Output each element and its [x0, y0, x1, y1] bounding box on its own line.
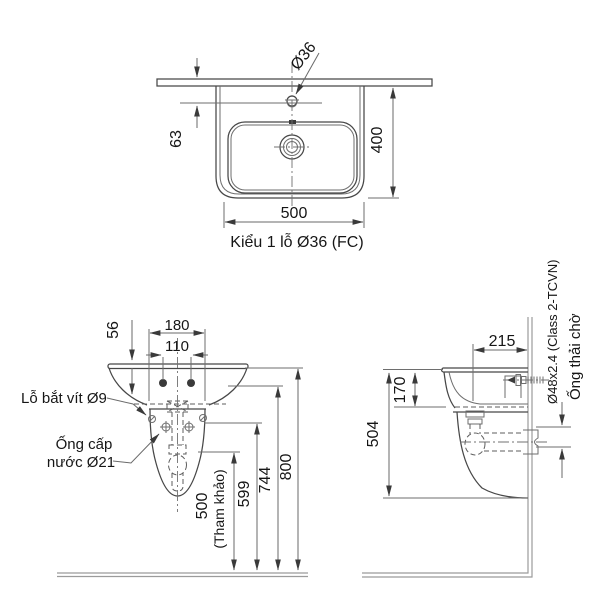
waste-pipe-stub	[523, 429, 539, 455]
dim-215: 215	[472, 333, 528, 401]
bowl-outline-inner	[230, 124, 355, 191]
anchor-bolt	[503, 374, 549, 386]
dim-500-ref-note: (Tham khảo)	[211, 469, 227, 548]
trap-assembly-side	[460, 410, 548, 456]
dim-170: 170	[392, 372, 446, 408]
supply-label-line2: nước Ø21	[47, 454, 115, 471]
dim-400: 400	[368, 87, 399, 199]
rim-side	[440, 367, 528, 373]
dim-170-label: 170	[392, 377, 409, 404]
front-view: 56 180 110 Lỗ bắt vít Ø9 Ống cấp nước Ø2…	[21, 317, 308, 578]
back-fitting	[504, 375, 522, 398]
dim-400-label: 400	[369, 127, 386, 154]
dim-height-599: 599	[204, 422, 262, 571]
dim-height-744: 744	[228, 385, 283, 571]
overflow-mark	[289, 120, 296, 124]
dim-215-label: 215	[489, 333, 516, 350]
fixing-hole-right	[187, 379, 195, 387]
dim-599-label: 599	[236, 481, 253, 508]
dim-56: 56	[105, 320, 135, 395]
dim-110-label: 110	[165, 338, 189, 355]
wall-floor-outer	[362, 317, 533, 578]
wall-edge-bar	[156, 78, 433, 87]
waste-pipe-callout: Ø48x2.4 (Class 2-TCVN) Ống thải chờ	[536, 260, 584, 478]
drain-assembly-front	[166, 338, 189, 512]
fixing-hole-left	[159, 379, 167, 387]
basin-outline-inner	[219, 86, 361, 195]
waste-pipe-label: Ống thải chờ	[566, 313, 584, 400]
rim-front	[107, 363, 249, 370]
dim-504-label: 504	[365, 421, 382, 448]
dim-800-label: 800	[278, 454, 295, 481]
faucet-hole-label: Ø36	[288, 39, 320, 73]
dim-504: 504	[365, 369, 443, 497]
supply-label-line1: Ống cấp	[56, 435, 113, 453]
supply-pipe-callout: Ống cấp nước Ø21	[47, 433, 160, 471]
top-view: 63 400 500 Ø36 Kiểu 1 lỗ Ø36 (FC)	[156, 39, 433, 251]
dim-110: 110	[146, 338, 208, 380]
screw-hole-callout: Lỗ bắt vít Ø9	[21, 390, 147, 416]
dim-744-label: 744	[257, 467, 274, 494]
bowl-underside	[448, 371, 528, 405]
screw-hole-label: Lỗ bắt vít Ø9	[21, 390, 107, 407]
dim-height-500-ref: 500 (Tham khảo)	[194, 451, 240, 571]
side-view: 215 170 504 Ø48x2.4 (Class 2-TCVN) Ống t…	[362, 260, 584, 578]
dim-500-width-label: 500	[281, 205, 308, 222]
supply-holes	[160, 421, 195, 433]
dim-63-label: 63	[168, 130, 185, 148]
apron-front	[443, 371, 456, 409]
screw-holes	[148, 414, 207, 423]
dim-500-width: 500	[223, 202, 365, 228]
shoulder-left	[108, 367, 148, 406]
waste-pipe-spec-label: Ø48x2.4 (Class 2-TCVN)	[545, 260, 560, 404]
drawing-title: Kiểu 1 lỗ Ø36 (FC)	[230, 232, 363, 251]
wall-floor-inner	[362, 317, 529, 574]
dim-500-ref-label: 500	[194, 493, 211, 520]
shoulder-right	[208, 367, 248, 406]
dim-height-800: 800	[245, 367, 303, 571]
dim-180-label: 180	[164, 317, 189, 334]
pedestal-side-curve	[456, 411, 529, 499]
basin-outline-outer	[215, 86, 365, 199]
dim-180: 180	[148, 317, 206, 401]
dim-63: 63	[168, 58, 200, 148]
dim-56-label: 56	[105, 321, 122, 339]
bowl-outline-outer	[227, 121, 358, 194]
